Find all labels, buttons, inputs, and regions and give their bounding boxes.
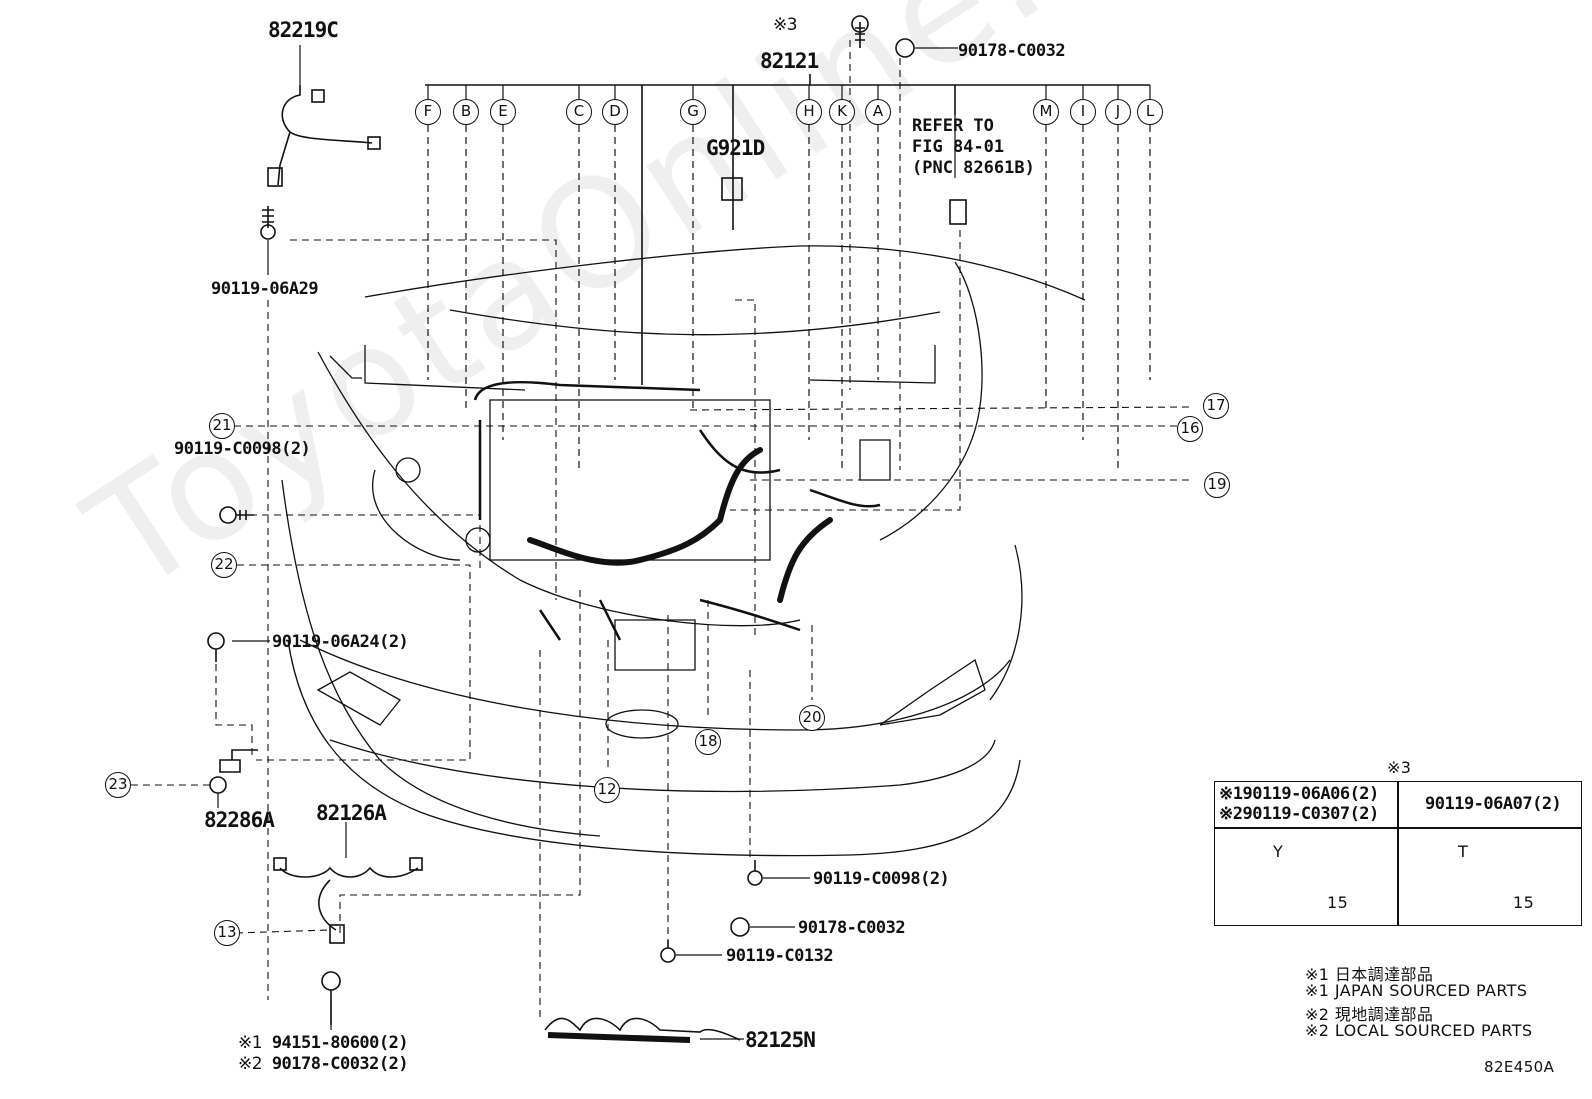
callout-18: 18 xyxy=(695,729,721,755)
harness-branch-e: E xyxy=(490,99,516,125)
body-right xyxy=(989,544,1023,701)
callout-20: 20 xyxy=(799,705,825,731)
harness-82125n xyxy=(544,1017,741,1041)
part-90178-c0032-mid: 90178-C0032 xyxy=(798,918,906,938)
harness-branch-l: L xyxy=(1137,99,1163,125)
part-82286a: 82286A xyxy=(204,808,275,832)
fender-left xyxy=(317,351,801,627)
part-90178-c0032-top: 90178-C0032 xyxy=(958,41,1066,61)
clamp-23 xyxy=(209,776,227,794)
legend-head-letter-y: Y xyxy=(1273,842,1284,861)
refer-line2: FIG 84-01 xyxy=(912,137,1005,157)
hood-inner xyxy=(449,309,941,336)
harness-82126a xyxy=(279,866,419,931)
note-2-en: ※2 LOCAL SOURCED PARTS xyxy=(1305,1021,1533,1040)
bracket-82286a xyxy=(219,749,258,773)
nut-c0032-mid xyxy=(730,917,750,937)
part-90119-c0132: 90119-C0132 xyxy=(726,946,834,966)
harness-82219c xyxy=(277,85,373,186)
part-g921d: G921D xyxy=(706,136,765,160)
bolt-c0098-bottom xyxy=(747,870,763,886)
battery xyxy=(614,619,696,671)
reservoir xyxy=(395,457,421,483)
figure-code: 82E450A xyxy=(1484,1058,1555,1076)
part-82219c: 82219C xyxy=(268,18,339,42)
refer-line1: REFER TO xyxy=(912,116,994,136)
legend-left-dim: 15 xyxy=(1327,893,1349,912)
engine-block xyxy=(489,399,771,561)
legend-header-mark: ※3 xyxy=(1387,758,1412,777)
legend-left-row2: ※290119-C0307(2) xyxy=(1219,804,1379,824)
bolt-top xyxy=(855,22,865,48)
callout-17: 17 xyxy=(1203,393,1229,419)
harness-branch-c: C xyxy=(566,99,592,125)
note-1-en: ※1 JAPAN SOURCED PARTS xyxy=(1305,981,1528,1000)
legend-left-row1: ※190119-06A06(2) xyxy=(1219,784,1379,804)
nut-top xyxy=(895,38,915,58)
part-90119-06a24: 90119-06A24(2) xyxy=(272,632,409,652)
harness-branch-h: H xyxy=(796,99,822,125)
harness-branch-g: G xyxy=(680,99,706,125)
harness-branch-m: M xyxy=(1033,99,1059,125)
callout-13: 13 xyxy=(214,920,240,946)
ground-g921d xyxy=(721,177,743,201)
hood-stripe-left xyxy=(364,345,526,391)
harness-branch-a: A xyxy=(865,99,891,125)
bolt-06a24 xyxy=(207,632,225,650)
bolt-c0132 xyxy=(660,947,676,963)
callout-22: 22 xyxy=(211,552,237,578)
nut-94151 xyxy=(321,971,341,991)
part-90119-06a29: 90119-06A29 xyxy=(211,279,319,299)
bumper xyxy=(299,639,1011,731)
grille-right xyxy=(879,658,986,726)
harness-branch-j: J xyxy=(1105,99,1131,125)
part-90178-c0032-2: ※2 90178-C0032(2) xyxy=(238,1054,409,1074)
bolt-c0098-left xyxy=(219,506,237,524)
note-1-jp: ※1 日本調達部品 xyxy=(1305,965,1434,984)
fender-left-inner xyxy=(329,355,362,379)
emblem xyxy=(605,709,679,739)
legend-head-letter-t: T xyxy=(1458,842,1469,861)
callout-23: 23 xyxy=(105,772,131,798)
harness-branch-i: I xyxy=(1070,99,1096,125)
part-94151-80600: ※1 94151-80600(2) xyxy=(238,1033,409,1053)
part-90119-c0098-bottom: 90119-C0098(2) xyxy=(813,869,950,889)
refer-line3: (PNC 82661B) xyxy=(912,158,1035,178)
callout-12: 12 xyxy=(594,777,620,803)
legend-right-header: 90119-06A07(2) xyxy=(1425,794,1562,814)
callout-19: 19 xyxy=(1204,472,1230,498)
part-icons xyxy=(207,15,967,1043)
bumper-lower xyxy=(329,739,996,793)
harness-bundle xyxy=(527,447,833,603)
part-82125n: 82125N xyxy=(745,1028,816,1052)
headlamp-left xyxy=(372,469,461,561)
harness-branch-f: F xyxy=(415,99,441,125)
harness-branch-d: D xyxy=(602,99,628,125)
legend-right-dim: 15 xyxy=(1513,893,1535,912)
hood-outline xyxy=(364,245,1086,301)
cap-left xyxy=(465,527,491,553)
harness-branch-k: K xyxy=(829,99,855,125)
hood-stripe-right xyxy=(809,345,936,384)
part-90119-c0098-left: 90119-C0098(2) xyxy=(174,439,311,459)
callout-16: 16 xyxy=(1177,416,1203,442)
fuse-82661b xyxy=(949,199,967,225)
note-2-jp: ※2 現地調達部品 xyxy=(1305,1005,1434,1024)
mark-3-top: ※3 xyxy=(773,15,798,35)
fastener-legend: ※190119-06A06(2) ※290119-C0307(2) 90119-… xyxy=(1214,781,1582,926)
grille-left xyxy=(316,671,401,726)
fuse-box xyxy=(859,439,891,481)
body-outer-left xyxy=(287,639,1021,857)
bolt-06a29 xyxy=(262,206,274,228)
part-82126a: 82126A xyxy=(316,801,387,825)
part-82121: 82121 xyxy=(760,49,819,73)
fender-right xyxy=(879,261,983,541)
callout-21: 21 xyxy=(209,413,235,439)
harness-branch-b: B xyxy=(453,99,479,125)
